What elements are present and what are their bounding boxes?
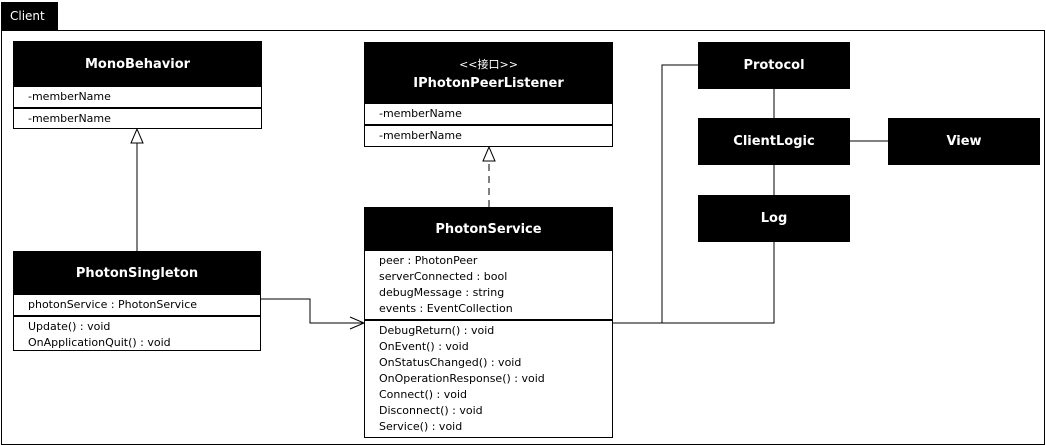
operation-row: OnApplicationQuit() : void <box>28 336 171 349</box>
class-photonsingleton-attributes: photonService : PhotonService <box>14 295 260 317</box>
box-view[interactable]: View <box>888 118 1040 165</box>
class-monobehavior-header: MonoBehavior <box>14 42 261 87</box>
inheritance-arrowhead-mono <box>130 127 144 144</box>
class-photonsingleton[interactable]: PhotonSingleton photonService : PhotonSe… <box>13 251 261 351</box>
operation-row: OnStatusChanged() : void <box>379 356 522 369</box>
box-clientlogic[interactable]: ClientLogic <box>698 118 850 165</box>
association-singleton-to-service <box>261 298 364 324</box>
operation-row: Service() : void <box>379 420 463 433</box>
attribute-row: serverConnected : bool <box>379 270 508 283</box>
operation-row: Update() : void <box>28 320 111 333</box>
operation-row: -memberName <box>379 129 462 142</box>
operation-row: -memberName <box>28 112 111 125</box>
link-service-to-log <box>662 242 775 324</box>
class-photonsingleton-operations: Update() : void OnApplicationQuit() : vo… <box>14 317 260 353</box>
class-photonservice-header: PhotonService <box>365 208 612 251</box>
class-photonsingleton-name: PhotonSingleton <box>75 266 199 281</box>
class-photonservice-operations: DebugReturn() : void OnEvent() : void On… <box>365 321 612 437</box>
attribute-row: debugMessage : string <box>379 286 505 299</box>
class-photonservice[interactable]: PhotonService peer : PhotonPeer serverCo… <box>364 207 613 438</box>
attribute-row: events : EventCollection <box>379 302 513 315</box>
class-monobehavior-attributes: -memberName <box>14 87 261 109</box>
attribute-row: peer : PhotonPeer <box>379 254 478 267</box>
class-photonservice-attributes: peer : PhotonPeer serverConnected : bool… <box>365 251 612 321</box>
operation-row: OnEvent() : void <box>379 340 469 353</box>
class-monobehavior-name: MonoBehavior <box>84 57 191 72</box>
box-log[interactable]: Log <box>698 195 850 242</box>
operation-row: Connect() : void <box>379 388 468 401</box>
attribute-row: photonService : PhotonService <box>28 298 198 311</box>
class-monobehavior[interactable]: MonoBehavior -memberName -memberName <box>13 41 262 129</box>
class-iphotonpeerlistener-name: IPhotonPeerListener <box>413 76 564 91</box>
frame-tab-label: Client <box>1 2 58 30</box>
class-iphotonpeerlistener-attributes: -memberName <box>365 104 612 126</box>
class-photonsingleton-header: PhotonSingleton <box>14 252 260 295</box>
operation-row: Disconnect() : void <box>379 404 483 417</box>
class-iphotonpeerlistener-operations: -memberName <box>365 126 612 146</box>
class-iphotonpeerlistener[interactable]: <<接口>> IPhotonPeerListener -memberName -… <box>364 42 613 147</box>
class-monobehavior-operations: -memberName <box>14 109 261 129</box>
operation-row: DebugReturn() : void <box>379 324 495 337</box>
realization-arrowhead-listener <box>482 145 496 162</box>
class-iphotonpeerlistener-header: <<接口>> IPhotonPeerListener <box>365 43 612 104</box>
class-photonservice-name: PhotonService <box>435 222 542 237</box>
attribute-row: -memberName <box>28 90 111 103</box>
link-service-to-protocol <box>613 64 698 324</box>
operation-row: OnOperationResponse() : void <box>379 372 545 385</box>
box-protocol[interactable]: Protocol <box>698 42 850 89</box>
class-iphotonpeerlistener-stereotype: <<接口>> <box>459 58 518 71</box>
attribute-row: -memberName <box>379 107 462 120</box>
